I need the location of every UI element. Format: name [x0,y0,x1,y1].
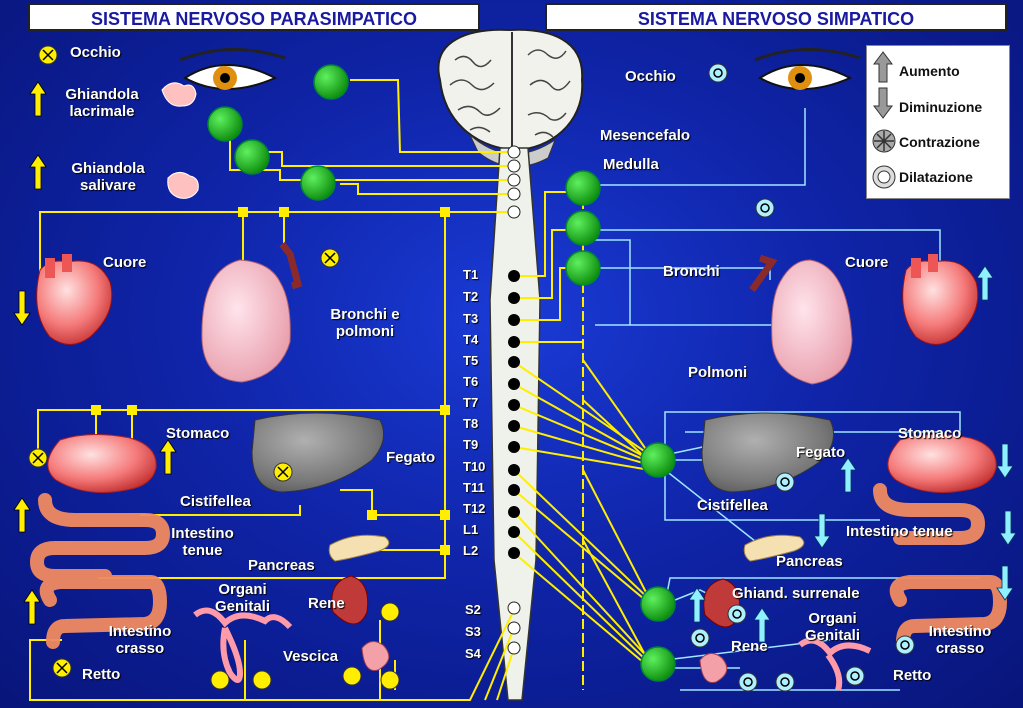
legend-dilation: Dilatazione [899,169,973,185]
lungs-right [749,254,853,385]
liver-left [251,412,385,493]
segment-l1: L1 [463,522,479,537]
symp-rectum-label: Retto [893,667,932,684]
segment-t11: T11 [463,480,485,495]
uterus-right [798,637,872,691]
symp-adrenal-label: Ghiand. surrenale [732,585,860,602]
intestines-right [873,483,1008,649]
ganglia [207,64,676,682]
sympathetic-header: SISTEMA NERVOSO SIMPATICO [545,3,1007,31]
increase-arrow-icon [873,51,893,83]
medulla-label: Medulla [603,156,659,173]
symp-liver-label: Fegato [796,444,846,461]
stomach-right [887,433,997,493]
symp-lungs-label: Polmoni [688,364,748,381]
segment-s2: S2 [465,602,481,617]
segment-s4: S4 [465,646,481,661]
symp-heart-label: Cuore [845,254,889,271]
segment-s3: S3 [465,624,481,639]
lacrimal-gland [161,82,197,107]
segment-t9: T9 [463,437,479,452]
symp-bronchi-label: Bronchi [663,263,720,280]
symp-gallbladder-label: Cistifellea [697,497,768,514]
symp-kidney-label: Rene [731,638,768,655]
sphincter-icons [28,45,915,692]
para-gallbladder-label: Cistifellea [180,493,251,510]
left-eye [179,47,286,90]
para-stomach-label: Stomaco [166,425,230,442]
symp-small-intestine-label: Intestino tenue [846,523,953,540]
legend-contraction: Contrazione [899,134,980,150]
segment-t7: T7 [463,395,479,410]
heart-right [902,254,979,345]
para-bladder-label: Vescica [283,648,339,665]
para-eye-label: Occhio [70,44,121,61]
segment-t2: T2 [463,289,479,304]
salivary-gland [167,172,199,199]
left-eye-2 [754,47,861,90]
segment-t6: T6 [463,374,479,389]
para-pancreas-label: Pancreas [248,557,315,574]
segment-t4: T4 [463,332,479,347]
brain [437,28,584,168]
midbrain-label: Mesencefalo [600,127,691,144]
intestines-left [29,493,171,649]
pancreas-right [743,534,805,562]
symp-stomach-label: Stomaco [898,425,962,442]
segment-l2: L2 [463,543,479,558]
pancreas-left [328,534,390,562]
para-heart-label: Cuore [103,254,147,271]
lungs-left [201,241,303,383]
dilation-icon [872,165,896,189]
para-liver-label: Fegato [386,449,436,466]
effect-arrows [13,81,1017,643]
para-kidney-label: Rene [308,595,345,612]
legend: Aumento Diminuzione Contrazione Dilatazi… [866,45,1010,199]
uterus-left [193,607,293,683]
segment-t5: T5 [463,353,479,368]
parasympathetic-header: SISTEMA NERVOSO PARASIMPATICO [28,3,480,31]
cord-nuclei [507,145,521,655]
para-rectum-label: Retto [82,666,121,683]
legend-increase: Aumento [899,63,960,79]
segment-t12: T12 [463,501,486,516]
legend-decrease: Diminuzione [899,99,983,115]
stomach-left [47,433,157,493]
liver-right [701,412,835,493]
contraction-icon [872,129,896,153]
segment-t3: T3 [463,311,479,326]
symp-eye-label: Occhio [625,68,676,85]
segment-t10: T10 [463,459,486,474]
symp-pancreas-label: Pancreas [776,553,843,570]
kidney-left [331,575,390,672]
heart-left [36,254,113,345]
nerve-junctions [91,207,450,555]
segment-t8: T8 [463,416,479,431]
decrease-arrow-icon [873,87,893,119]
segment-t1: T1 [463,267,479,282]
